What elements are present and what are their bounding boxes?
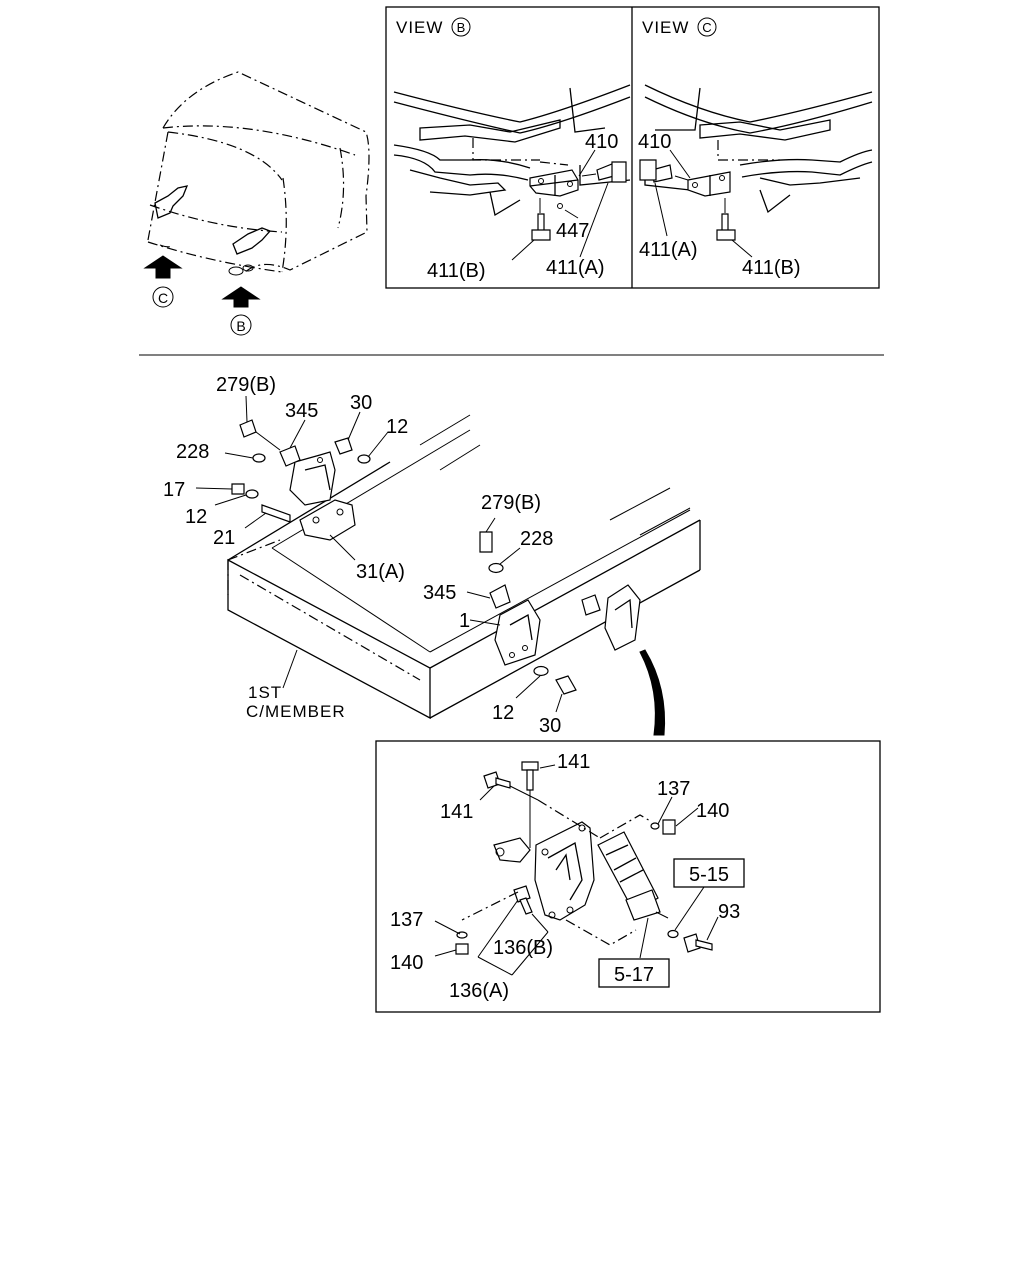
- label-17: 17: [163, 479, 185, 501]
- label-31a: 31(A): [356, 561, 405, 583]
- label-345-center: 345: [423, 582, 456, 604]
- detail-ref-5-15: 5-15: [689, 864, 729, 886]
- detail-label-141-top: 141: [557, 751, 590, 773]
- detail-label-140-left: 140: [390, 952, 423, 974]
- view-c-label-411a: 411(A): [639, 239, 698, 261]
- view-c-drawing: [639, 84, 873, 258]
- detail-label-140-top: 140: [696, 800, 729, 822]
- view-b-title: VIEW: [396, 18, 443, 37]
- label-345-left: 345: [285, 400, 318, 422]
- detail-label-136b: 136(B): [493, 937, 553, 959]
- view-c-marker: C: [702, 20, 711, 35]
- detail-label-137-left: 137: [390, 909, 423, 931]
- label-279b-center: 279(B): [481, 492, 541, 514]
- detail-box: [375, 740, 881, 1013]
- label-12-left: 12: [185, 506, 207, 528]
- views-box: VIEW B VIEW C: [385, 6, 880, 289]
- detail-label-141-left: 141: [440, 801, 473, 823]
- detail-ref-5-17: 5-17: [614, 964, 654, 986]
- detail-ref-5-17-box: [598, 958, 670, 988]
- view-b-label-447: 447: [556, 220, 589, 242]
- view-b-label-410: 410: [585, 131, 618, 153]
- label-228-left: 228: [176, 441, 209, 463]
- view-b-marker: B: [457, 20, 466, 35]
- view-b-label-411a: 411(A): [546, 257, 605, 279]
- view-c-title: VIEW: [642, 18, 689, 37]
- crossmember-drawing: [195, 395, 701, 736]
- detail-ref-5-15-box: [673, 858, 745, 888]
- label-member-line2: C/MEMBER: [246, 702, 346, 721]
- label-21: 21: [213, 527, 235, 549]
- detail-drawing: [434, 761, 719, 976]
- view-c-label-411b: 411(B): [742, 257, 801, 279]
- label-12-top: 12: [386, 416, 408, 438]
- view-arrow-c: C: [143, 255, 183, 308]
- label-12-bottom: 12: [492, 702, 514, 724]
- view-c-label-410: 410: [638, 131, 671, 153]
- detail-label-93: 93: [718, 901, 740, 923]
- label-1: 1: [459, 610, 470, 632]
- label-30-left: 30: [350, 392, 372, 414]
- label-279b-left: 279(B): [216, 374, 276, 396]
- label-member-line1: 1ST: [248, 683, 282, 702]
- view-b-label-411b: 411(B): [427, 260, 486, 282]
- cab-illustration: [147, 71, 370, 276]
- view-arrow-b: B: [221, 286, 261, 336]
- label-228-center: 228: [520, 528, 553, 550]
- view-arrow-b-marker: B: [236, 318, 245, 334]
- detail-label-136a: 136(A): [449, 980, 509, 1002]
- detail-label-137-top: 137: [657, 778, 690, 800]
- view-arrow-c-marker: C: [158, 290, 168, 306]
- label-30-bottom: 30: [539, 715, 561, 737]
- view-b-drawing: [393, 84, 631, 261]
